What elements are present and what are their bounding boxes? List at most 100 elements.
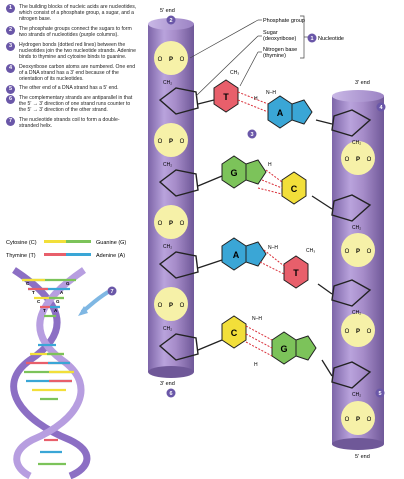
step-text: The other end of a DNA strand has a 5′ e… [19, 85, 119, 92]
left-5-end-label: 5′ end [160, 8, 175, 14]
ch2-label: CH₂ [163, 326, 172, 332]
right-column-top [332, 90, 384, 102]
base-pair-cytosine-guanine-2: C G [221, 315, 317, 365]
helix-letter: C [37, 299, 41, 304]
step-6-marker [166, 388, 176, 398]
helix-arrow-head [78, 306, 88, 316]
phosphate-o: O [180, 57, 185, 63]
step-2-marker [166, 15, 176, 25]
phosphate-o: O [367, 157, 372, 163]
sugar-label: Sugar [263, 30, 278, 36]
step-text: The building blocks of nucleic acids are… [19, 4, 137, 23]
phosphate-o: O [345, 417, 350, 423]
phosphate-o: O [367, 417, 372, 423]
thymine-letter: T [293, 268, 299, 278]
base-pair-adenine-thymine-2: A T CH₃ [221, 237, 315, 289]
nitrogen-base-label: Nitrogen base [263, 47, 297, 53]
ch2-label: CH₂ [352, 310, 361, 316]
step-1-marker-text: 1 [310, 36, 313, 42]
step-3-marker [247, 129, 257, 139]
left-phosphates [154, 41, 188, 321]
double-helix-illustration: C G T A C G T A [10, 267, 91, 479]
right-5-end-label: 5′ end [355, 454, 370, 460]
phosphate-o: O [345, 249, 350, 255]
right-sugars [331, 109, 372, 389]
phosphate-p: P [356, 417, 360, 423]
phosphate-o: O [367, 329, 372, 335]
step-7-marker [107, 286, 117, 296]
helix-letter: A [60, 290, 64, 295]
thymine-swatch [44, 253, 66, 256]
right-3-end-label: 3′ end [355, 80, 370, 86]
ch3-label: CH₃ [306, 248, 315, 254]
adenine-key-label: Adenine (A) [96, 253, 125, 259]
ch2-label: CH₂ [352, 225, 361, 231]
guanine-letter: G [280, 344, 287, 354]
cytosine-base [221, 315, 247, 349]
ch2-label: CH₂ [163, 80, 172, 86]
right-phosphates [341, 141, 375, 435]
phosphate-p: P [169, 57, 173, 63]
phosphate-p: P [169, 303, 173, 309]
callout-lines [189, 15, 310, 97]
guanine-key-label: Guanine (G) [96, 240, 126, 246]
deoxyribose-sugar [331, 279, 372, 307]
nh-label: N–H [268, 245, 278, 251]
phosphate-o: O [367, 249, 372, 255]
phosphate-o: O [180, 139, 185, 145]
nitrogen-base-sublabel: (thymine) [263, 53, 286, 59]
step-text: The phosphate groups connect the sugars … [19, 25, 132, 38]
nh-label: N–H [252, 316, 262, 322]
step-4-marker-text: 4 [379, 105, 383, 111]
step-4-marker [376, 102, 386, 112]
step-text: Hydrogen bonds (dotted red lines) betwee… [19, 41, 136, 60]
thymine-base [213, 79, 239, 113]
guanine-letter: G [230, 168, 237, 178]
phosphate-group [341, 401, 375, 435]
phosphate-group [341, 141, 375, 175]
ch3-label: CH₃ [230, 70, 239, 76]
left-sugars [158, 87, 199, 361]
adenine-swatch [66, 253, 91, 256]
phosphate-o: O [180, 221, 185, 227]
thymine-base [283, 255, 309, 289]
phosphate-p: P [356, 157, 360, 163]
hydrogen-label: H [254, 96, 258, 102]
step-3: 3 Hydrogen bonds (dotted red lines) betwe… [6, 41, 138, 60]
base-pair-guanine-cytosine-1: G C [221, 155, 307, 205]
step-7-marker-text: 7 [110, 289, 113, 295]
step-5: 5 The other end of a DNA strand has a 5′ … [6, 85, 138, 95]
deoxyribose-sugar [158, 87, 199, 115]
base-pair-thymine-adenine-1: T CH₃ A [213, 70, 313, 129]
phosphate-group-label: Phosphate group [263, 18, 305, 24]
base-color-key: Cytosine (C) Thymine (T) Guanine (G) Ade… [6, 240, 126, 259]
ch2-label: CH₂ [352, 140, 361, 146]
deoxyribose-sugar [158, 251, 199, 279]
step-6-marker-text: 6 [169, 391, 172, 397]
phosphate-o: O [158, 57, 163, 63]
step-6: 6 The complementary strands are antiparal… [6, 95, 138, 113]
helix-letter: G [56, 299, 60, 304]
phosphate-group [154, 205, 188, 239]
step-number-badge: 3 [6, 41, 15, 51]
phosphate-o: O [158, 139, 163, 145]
phosphate-group [154, 287, 188, 321]
step-text: The complementary strands are antiparall… [19, 95, 133, 114]
phosphate-group [154, 41, 188, 75]
hydrogen-label: H [268, 162, 272, 168]
ch2-label: CH₂ [163, 162, 172, 168]
guanine-swatch [66, 240, 91, 243]
step-number-badge: 6 [6, 95, 15, 105]
step-1-marker [307, 33, 317, 43]
step-2-marker-text: 2 [169, 18, 172, 24]
cytosine-swatch [44, 240, 66, 243]
deoxyribose-sugar [158, 169, 199, 197]
phosphate-o: O [345, 329, 350, 335]
step-number-badge: 5 [6, 85, 15, 95]
